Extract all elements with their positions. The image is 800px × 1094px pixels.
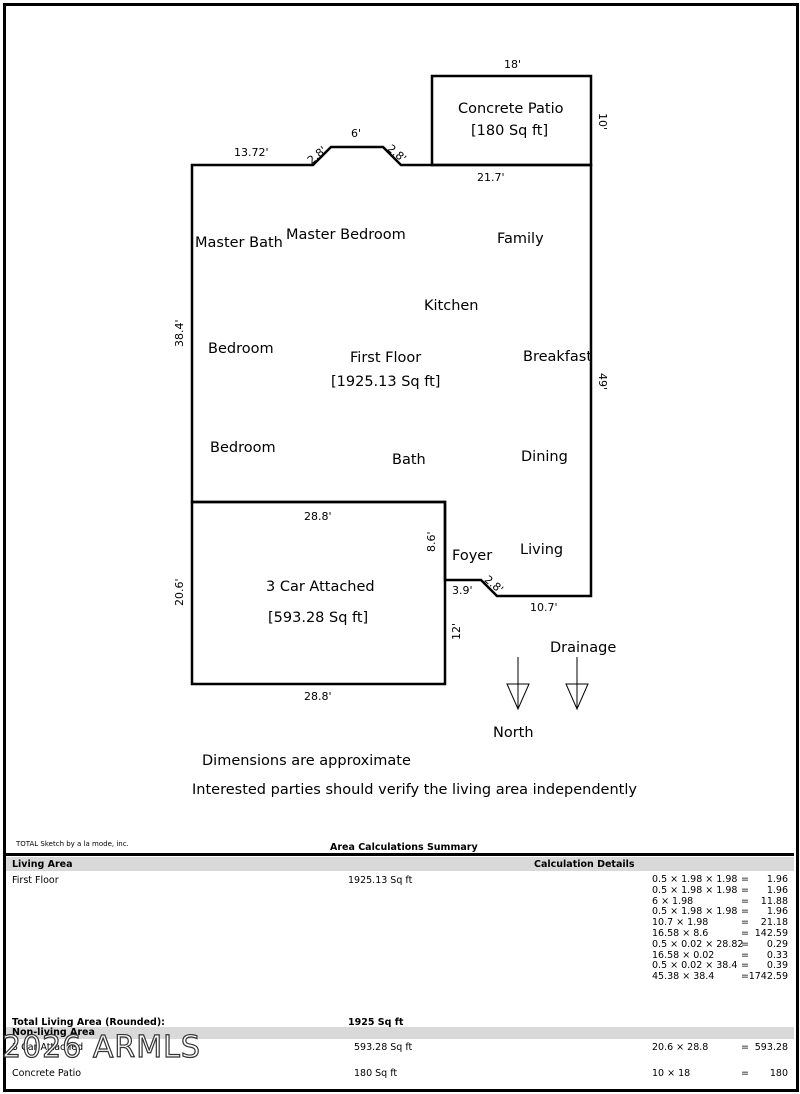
calc-result: 0.39 (766, 960, 788, 972)
note-approximate: Dimensions are approximate (202, 753, 411, 769)
dim-bay-top: 6' (351, 127, 362, 140)
dim-garage-bottom: 28.8' (304, 690, 332, 703)
calc-result: 1.96 (766, 906, 788, 918)
drainage-arrow-2 (565, 657, 589, 711)
room-bedroom-2: Bedroom (210, 440, 276, 456)
calc-expression: 0.5 × 0.02 × 38.4 (652, 960, 738, 972)
first-floor-label: First Floor (12, 875, 59, 886)
calc-equals: = (741, 917, 749, 929)
garage-row-eq: = (741, 1042, 749, 1053)
room-master-bath: Master Bath (195, 235, 283, 251)
summary-credit: TOTAL Sketch by a la mode, inc. (16, 840, 129, 848)
patio-row-expr: 10 × 18 (652, 1068, 691, 1079)
dim-bottom-right: 10.7' (530, 601, 558, 614)
calc-equals: = (741, 938, 749, 950)
calc-equals: = (741, 928, 749, 939)
garage-row-result: 593.28 (754, 1042, 788, 1053)
room-bath: Bath (392, 452, 426, 468)
room-first-floor-area: [1925.13 Sq ft] (331, 374, 441, 390)
garage-outline (190, 500, 447, 686)
calculation-details-header: Calculation Details (534, 859, 635, 870)
drainage-arrow-1 (506, 657, 530, 711)
dim-patio-top: 18' (504, 58, 522, 71)
room-concrete-patio: Concrete Patio (458, 101, 564, 117)
summary-header-row: Living Area Calculation Details (6, 857, 794, 871)
dim-left-side: 38.4' (173, 319, 186, 347)
house-outline (190, 145, 593, 598)
calc-equals: = (741, 895, 749, 907)
summary-divider (6, 853, 794, 856)
calc-result: 21.18 (760, 917, 788, 929)
dim-right-side: 49' (596, 373, 609, 391)
calc-result: 1.96 (766, 884, 788, 896)
dim-garage-inner-side: 8.6' (425, 531, 438, 552)
dim-foyer-step: 3.9' (452, 584, 473, 597)
dim-top-left: 13.72' (234, 146, 269, 159)
room-bedroom-1: Bedroom (208, 341, 274, 357)
calc-result: 1742.59 (748, 971, 788, 983)
calc-expression: 0.5 × 0.02 × 28.82 (652, 938, 744, 950)
room-first-floor: First Floor (350, 350, 422, 366)
garage-row-value: 593.28 Sq ft (354, 1042, 413, 1053)
patio-row-result: 180 (769, 1068, 788, 1079)
patio-row-eq: = (741, 1068, 749, 1079)
room-master-bedroom: Master Bedroom (286, 227, 406, 243)
calc-equals: = (741, 874, 749, 885)
non-living-header: Non-living Area (12, 1027, 95, 1038)
calc-result: 1.96 (766, 874, 788, 885)
calc-expression: 16.58 × 8.6 (652, 928, 709, 939)
calc-expression: 45.38 × 38.4 (652, 971, 715, 983)
living-area-header: Living Area (12, 859, 73, 870)
room-foyer: Foyer (452, 548, 493, 564)
room-concrete-patio-area: [180 Sq ft] (471, 123, 549, 139)
watermark: 2026 ARMLS (1, 1029, 201, 1065)
patio-row-value: 180 Sq ft (354, 1068, 398, 1079)
dim-top-right: 21.7' (477, 171, 505, 184)
dim-garage-right: 12' (450, 622, 463, 640)
north-label: North (493, 725, 534, 741)
calc-expression: 0.5 × 1.98 × 1.98 (652, 906, 738, 918)
total-living-label: Total Living Area (Rounded): (12, 1017, 165, 1028)
room-dining: Dining (521, 449, 568, 465)
patio-row-label: Concrete Patio (12, 1068, 82, 1079)
non-living-header-row: Non-living Area (6, 1027, 794, 1039)
calc-equals: = (741, 960, 749, 972)
dim-patio-side: 10' (596, 113, 609, 131)
calc-expression: 0.5 × 1.98 × 1.98 (652, 874, 738, 885)
dim-garage-top: 28.8' (304, 510, 332, 523)
calc-result: 0.33 (766, 949, 788, 961)
calc-expression: 10.7 × 1.98 (652, 917, 709, 929)
calc-equals: = (741, 949, 749, 961)
room-kitchen: Kitchen (424, 298, 479, 314)
total-living-value: 1925 Sq ft (348, 1017, 404, 1028)
calc-equals: = (741, 906, 749, 918)
room-breakfast: Breakfast (523, 349, 593, 365)
calc-equals: = (741, 971, 749, 983)
calc-expression: 6 × 1.98 (652, 895, 694, 907)
room-garage: 3 Car Attached (266, 579, 375, 595)
room-living: Living (520, 542, 564, 558)
dim-garage-left: 20.6' (173, 578, 186, 606)
garage-row-expr: 20.6 × 28.8 (652, 1042, 709, 1053)
calc-expression: 16.58 × 0.02 (652, 949, 715, 961)
calc-result: 142.59 (754, 928, 788, 939)
drainage-label: Drainage (550, 640, 617, 656)
garage-row-label: 3 Car Attached (12, 1042, 84, 1053)
first-floor-value: 1925.13 Sq ft (348, 875, 413, 886)
calc-equals: = (741, 884, 749, 896)
calc-result: 0.29 (766, 938, 788, 950)
page-frame (3, 3, 799, 1092)
note-verify: Interested parties should verify the liv… (192, 782, 637, 798)
patio-outline (430, 74, 593, 167)
summary-title: Area Calculations Summary (330, 842, 478, 853)
room-family: Family (497, 231, 544, 247)
calc-result: 11.88 (760, 895, 788, 907)
calc-expression: 0.5 × 1.98 × 1.98 (652, 884, 738, 896)
room-garage-area: [593.28 Sq ft] (268, 610, 369, 626)
